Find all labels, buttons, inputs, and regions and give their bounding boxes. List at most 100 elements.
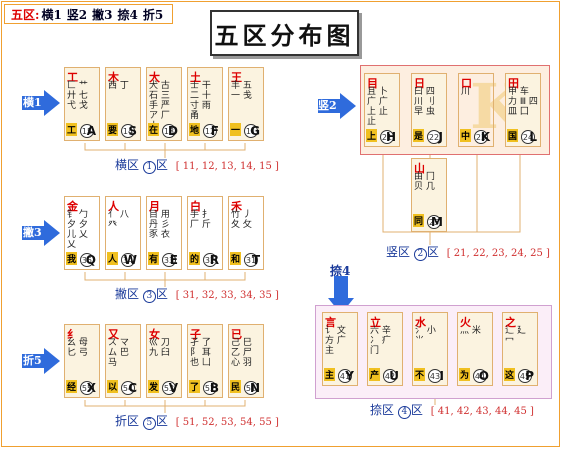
key-letter: W <box>123 253 137 267</box>
key-N[interactable]: 已 己 巳 乙 尸 心 羽 民 51 N <box>228 324 264 398</box>
key-word: 有 <box>148 252 160 265</box>
key-components: 氵 小 ⺌ <box>415 326 436 346</box>
zone-suffix: 区 <box>155 287 168 301</box>
key-L[interactable]: 田 甲 车 力 Ⅲ 四 皿 囗 国 24 L <box>505 73 541 147</box>
key-word: 国 <box>507 129 519 142</box>
key-radical: 已 <box>231 328 242 341</box>
key-code: 11 <box>244 124 258 138</box>
key-radical: 火 <box>460 316 471 329</box>
key-U[interactable]: 立 六 辛 冫 疒 门 产 42 U <box>367 312 403 386</box>
key-E[interactable]: 月 目 用 丹 彡 豕 衣 有 33 E <box>146 196 182 270</box>
zone-suffix: 区 <box>155 158 168 172</box>
key-word: 在 <box>148 123 160 136</box>
key-D[interactable]: 大 犬 古 石 三 手 严 ア 厂 ナ 在 13 D <box>146 67 182 141</box>
key-J[interactable]: 日 曰 四 川 刂 早 虫 是 22 J <box>411 73 447 147</box>
key-letter: O <box>478 369 489 383</box>
key-radical: 子 <box>190 328 201 341</box>
key-O[interactable]: 火 灬 米 为 44 O <box>457 312 493 386</box>
key-letter: C <box>128 381 137 395</box>
zhe-side-label: 折5 <box>23 354 42 367</box>
key-word: 了 <box>189 380 201 393</box>
key-word: 上 <box>366 129 378 142</box>
key-radical: 王 <box>231 71 242 84</box>
key-Q[interactable]: 金 钅 勹 夕 夕 儿 乂 乂 我 35 Q <box>64 196 100 270</box>
pie-arrow <box>22 220 60 246</box>
key-P[interactable]: 之 辶 廴 冖 这 45 P <box>502 312 538 386</box>
key-radical: 立 <box>370 316 381 329</box>
key-K[interactable]: 口 川 中 23 K <box>458 73 494 147</box>
key-T[interactable]: 禾 竹 丿 夂 攵 和 31 T <box>228 196 264 270</box>
key-components: 辶 廴 冖 <box>505 326 526 346</box>
zone-codes: [ 21, 22, 23, 24, 25 ] <box>446 248 550 259</box>
key-I[interactable]: 水 氵 小 ⺌ 不 43 I <box>412 312 448 386</box>
key-radical: 女 <box>149 328 160 341</box>
key-radical: 工 <box>67 71 78 84</box>
key-code: 35 <box>80 253 94 267</box>
key-letter: P <box>525 369 534 383</box>
key-letter: T <box>251 253 260 267</box>
key-radical: 又 <box>108 328 119 341</box>
key-radical: 口 <box>461 77 472 90</box>
key-radical: 木 <box>108 71 119 84</box>
key-components: 六 辛 冫 疒 门 <box>370 326 391 356</box>
key-letter: M <box>431 215 443 229</box>
shu-side-label: 竖2 <box>318 99 337 112</box>
key-V[interactable]: 女 巛 刀 九 臼 发 53 V <box>146 324 182 398</box>
key-A[interactable]: 工 匚 艹 廾 七 弋 戈 工 15 A <box>64 67 100 141</box>
key-code: 52 <box>203 381 217 395</box>
key-radical: 言 <box>325 316 336 329</box>
key-radical: 金 <box>67 200 78 213</box>
key-word: 的 <box>189 252 201 265</box>
zone-caption-text: 竖区 <box>386 245 411 259</box>
key-word: 和 <box>230 252 242 265</box>
zone-number: 1 <box>142 161 156 174</box>
key-components: 灬 米 <box>460 326 481 336</box>
key-C[interactable]: 又 ス マ ム 巴 马 以 54 C <box>105 324 141 398</box>
key-code: 13 <box>162 124 176 138</box>
heng-arrow <box>22 90 60 116</box>
key-H[interactable]: 目 且 卜 广 广 上 止 止 上 21 H <box>364 73 400 147</box>
key-components: 幺 母 匕 弓 <box>67 338 88 358</box>
key-Y[interactable]: 言 讠 文 方 广 主 主 41 Y <box>322 312 358 386</box>
key-G[interactable]: 王 丰 五 一 戋 一 11 G <box>228 67 264 141</box>
key-word: 不 <box>414 368 426 381</box>
zone-caption-text: 捺区 <box>370 403 395 417</box>
key-radical: 纟 <box>67 328 78 341</box>
zone-number: 3 <box>142 290 156 303</box>
key-S[interactable]: 木 西 丁 要 14 S <box>105 67 141 141</box>
heng-side-label: 横1 <box>23 96 42 109</box>
key-letter: E <box>169 253 178 267</box>
key-W[interactable]: 人 亻 八 癶 人 34 W <box>105 196 141 270</box>
zone-number: 2 <box>413 248 427 261</box>
key-letter: A <box>86 124 96 138</box>
key-radical: 人 <box>108 200 119 213</box>
key-letter: X <box>86 381 96 395</box>
key-components: 己 巳 乙 尸 心 羽 <box>231 338 252 368</box>
zone-suffix: 区 <box>426 245 439 259</box>
key-components: 孑 了 阝 耳 也 凵 <box>190 338 211 368</box>
key-M[interactable]: 山 由 冂 贝 几 同 25 M <box>411 158 447 232</box>
key-X[interactable]: 纟 幺 母 匕 弓 经 55 X <box>64 324 100 398</box>
key-word: 要 <box>107 123 119 136</box>
pie-side-label: 撇3 <box>23 226 42 239</box>
key-word: 是 <box>413 129 425 142</box>
legend-item: 捺4 <box>117 7 138 22</box>
key-components: 亻 八 癶 <box>108 210 129 230</box>
key-R[interactable]: 白 手 扌 厂 斤 的 32 R <box>187 196 223 270</box>
zone-codes: [ 31, 32, 33, 34, 35 ] <box>175 290 279 301</box>
key-components: 甲 车 力 Ⅲ 四 皿 囗 <box>508 87 538 117</box>
key-B[interactable]: 子 孑 了 阝 耳 也 凵 了 52 B <box>187 324 223 398</box>
key-word: 人 <box>107 252 119 265</box>
key-F[interactable]: 土 士 干 二 十 寸 雨 甬 地 12 F <box>187 67 223 141</box>
key-radical: 水 <box>415 316 426 329</box>
key-word: 中 <box>460 129 472 142</box>
key-code: 23 <box>474 130 488 144</box>
key-code: 55 <box>80 381 94 395</box>
key-word: 产 <box>369 368 381 381</box>
key-letter: U <box>389 369 399 383</box>
key-components: 士 干 二 十 寸 雨 甬 <box>190 81 211 121</box>
key-word: 民 <box>230 380 242 393</box>
zone-number: 4 <box>397 406 411 419</box>
